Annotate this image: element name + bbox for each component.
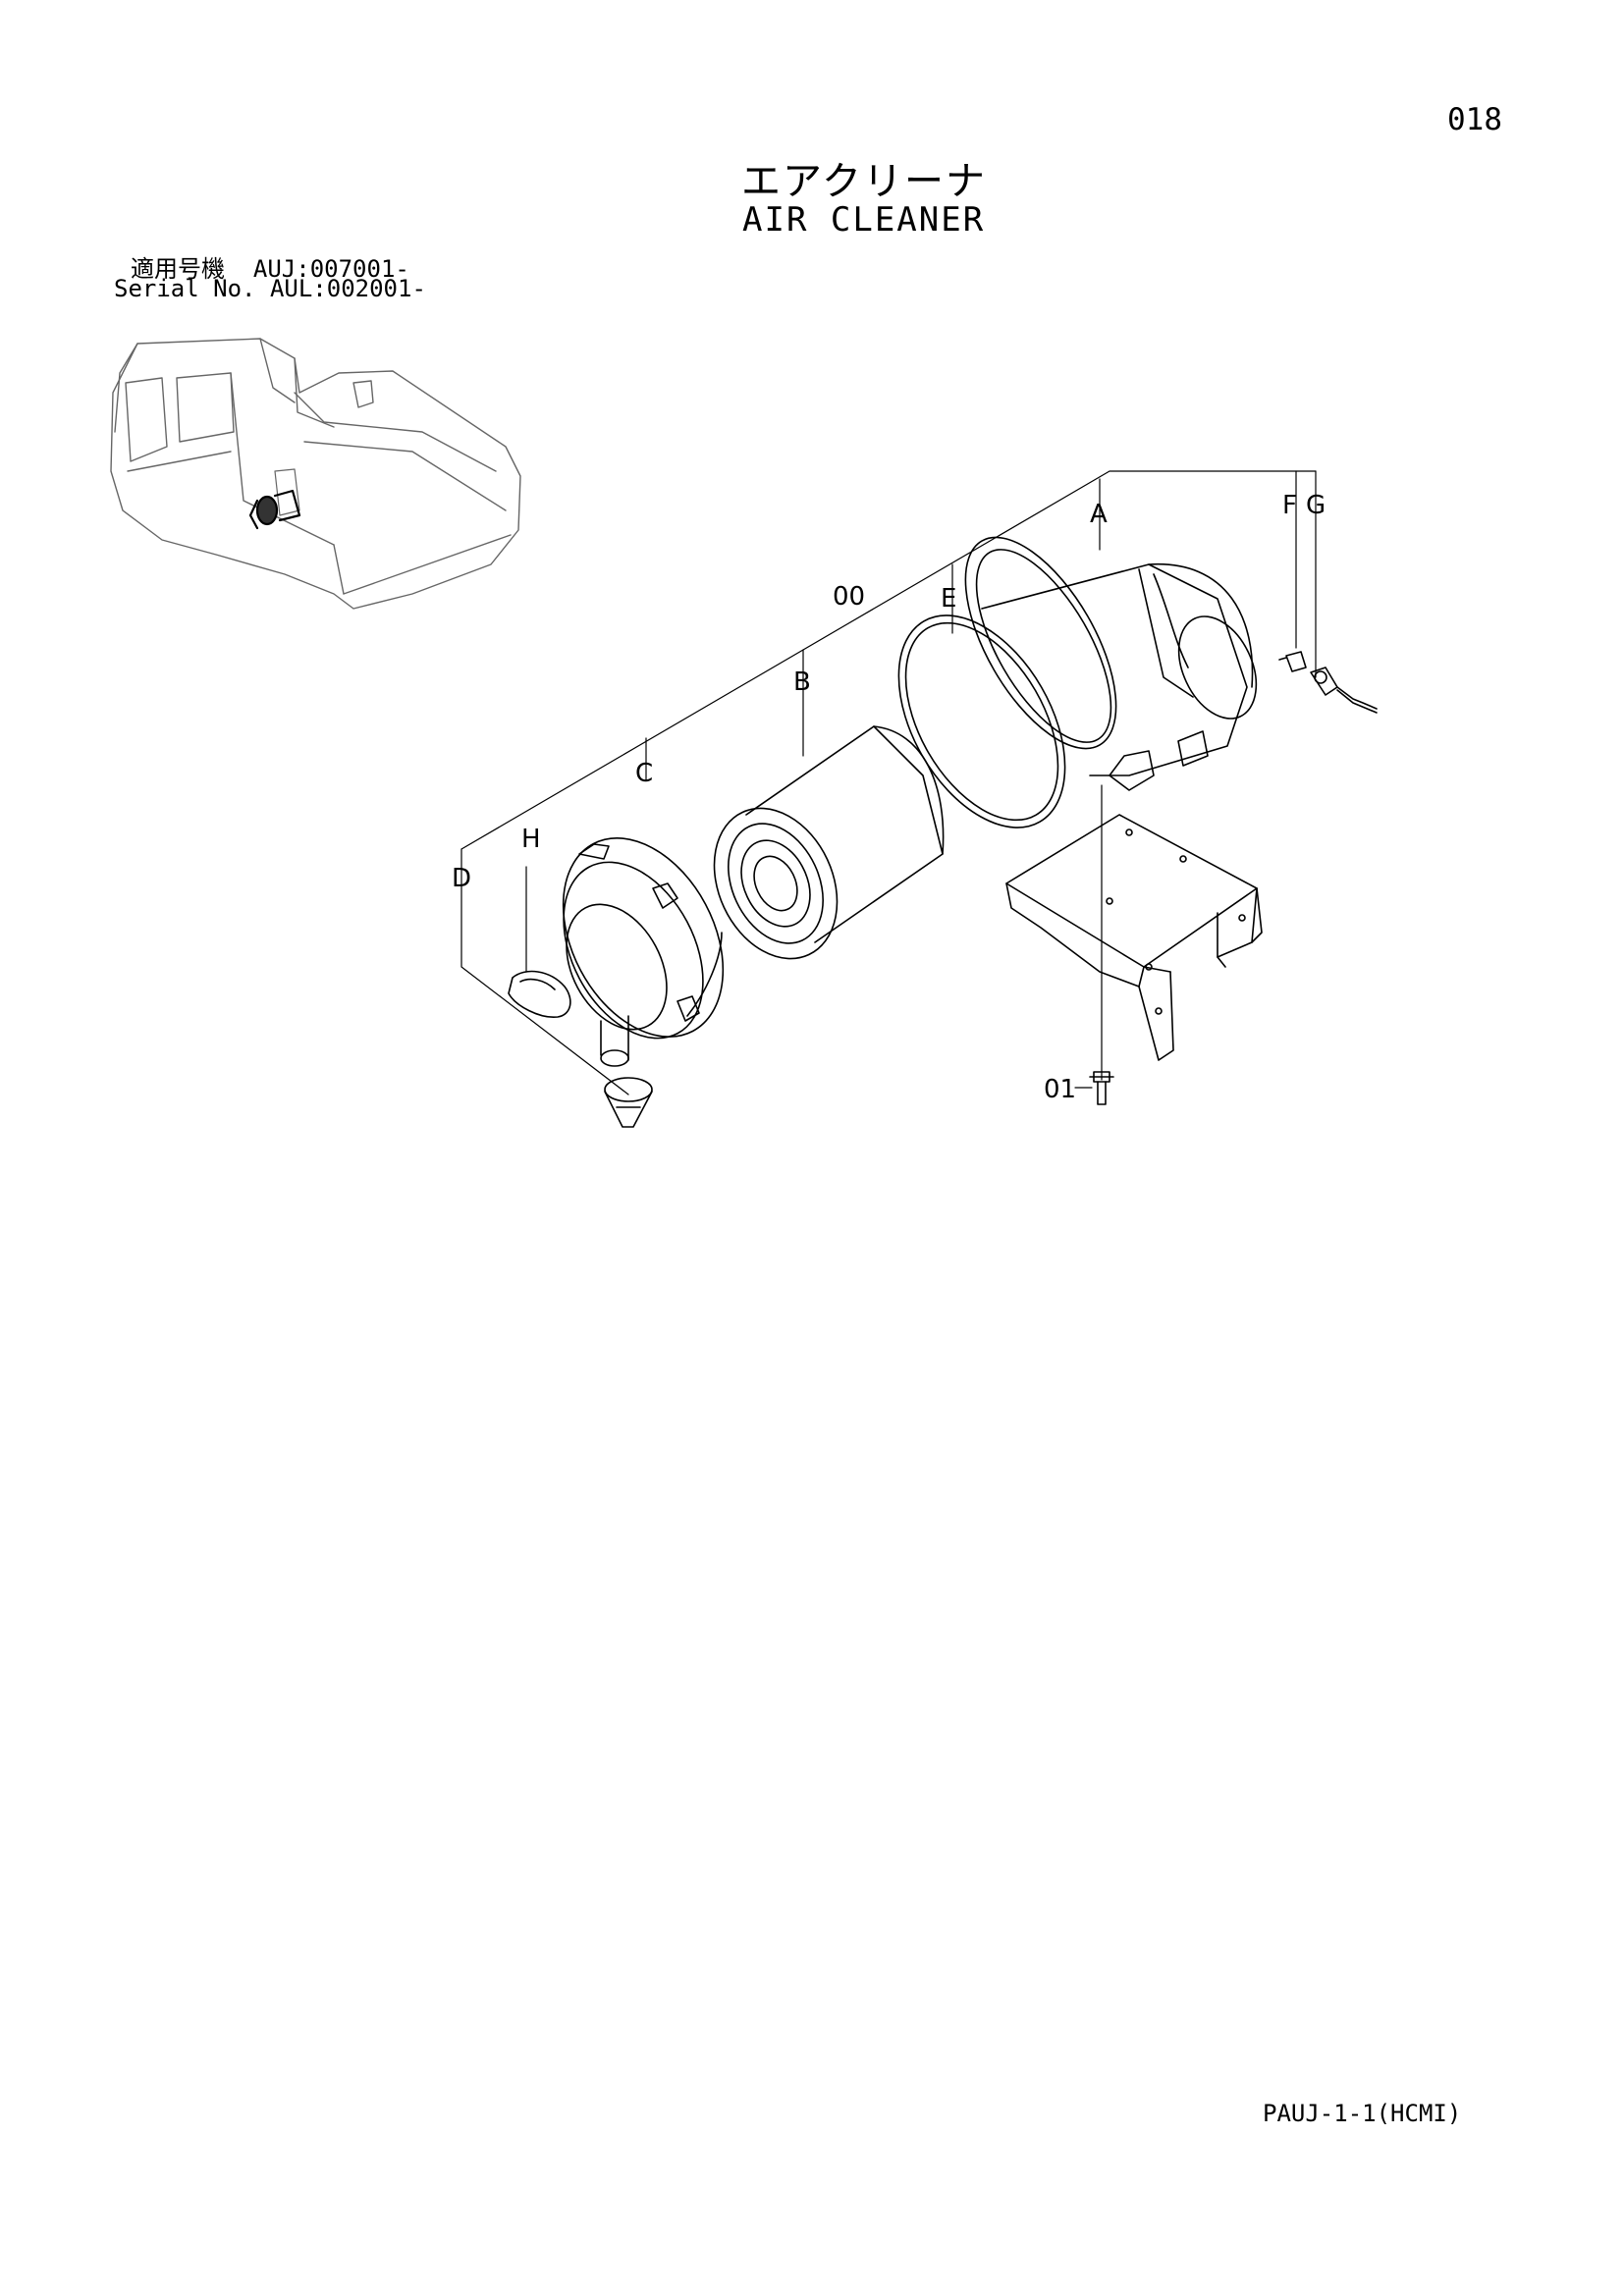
callout-g: G (1306, 491, 1326, 520)
serial-row-japanese: 適用号機 AUJ:007001- (131, 249, 409, 284)
callout-c: C (635, 759, 653, 788)
cover-part-c (562, 837, 725, 1040)
leader-lines (460, 470, 1317, 1095)
footer-document-code: PAUJ-1-1(HCMI) (1263, 2100, 1462, 2127)
callout-e: E (941, 584, 956, 614)
mounting-bracket (1005, 814, 1263, 1061)
serial-label-english: Serial No. (114, 275, 256, 302)
callout-d: D (452, 864, 471, 893)
callout-bolt-01: 01 (1044, 1075, 1076, 1104)
serial-value-japanese: AUJ:007001- (252, 255, 409, 283)
air-cleaner-location-marker (248, 489, 301, 530)
bolt-part-01 (1089, 1071, 1114, 1105)
o-ring-part-e (897, 614, 1066, 828)
sensor-part-f (1278, 651, 1307, 672)
callout-assembly-00: 00 (833, 582, 865, 612)
callout-f: F (1282, 491, 1297, 520)
serial-label-japanese: 適用号機 (131, 255, 225, 283)
callout-a: A (1090, 500, 1108, 529)
filter-element-part-b (713, 725, 945, 960)
excavator-locator-illustration (110, 338, 521, 610)
seal-part-h (508, 970, 571, 1018)
callout-h: H (521, 825, 541, 854)
page-title-english: AIR CLEANER (742, 200, 986, 240)
callout-b: B (793, 667, 811, 697)
page-title-japanese: エアクリーナ (741, 159, 987, 204)
dust-valve-part-d (604, 1077, 653, 1128)
serial-value-english: AUL:002001- (269, 275, 426, 302)
indicator-part-g (1310, 667, 1378, 714)
serial-row-english: Serial No. AUL:002001- (114, 275, 426, 302)
air-cleaner-body-part-a (964, 536, 1258, 791)
page-number: 018 (1447, 102, 1502, 137)
outlet-tube (600, 1015, 629, 1067)
